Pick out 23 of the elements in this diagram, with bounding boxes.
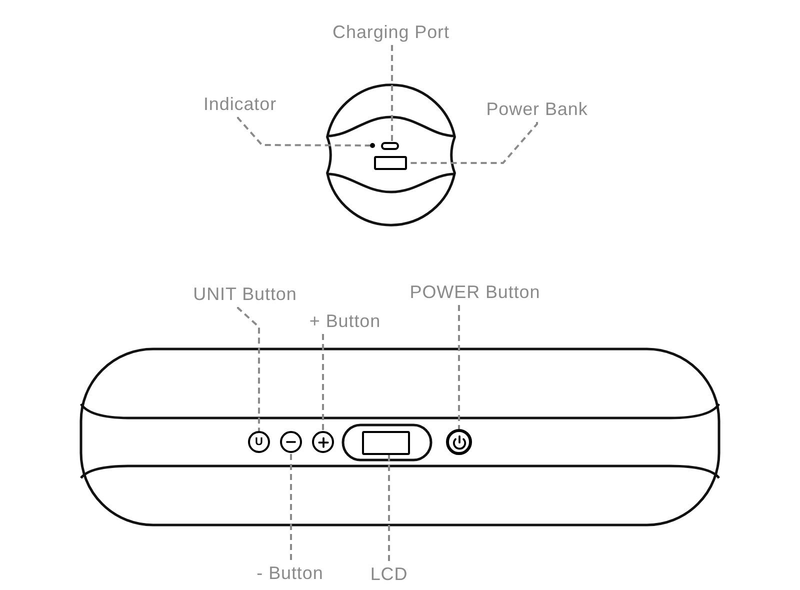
callout-label: LCD xyxy=(359,561,419,587)
callout-label: - Button xyxy=(240,560,340,586)
leader-line xyxy=(237,306,260,431)
lcd-screen xyxy=(362,431,410,455)
leader-line xyxy=(458,305,460,429)
usb-port xyxy=(374,156,407,170)
callout-label: Charging Port xyxy=(321,19,461,45)
unit-button: U xyxy=(248,431,270,453)
callout-label: Power Bank xyxy=(472,96,602,122)
plus-button xyxy=(312,431,334,453)
leader-line xyxy=(290,453,292,561)
leader-line xyxy=(237,116,370,146)
leader-line xyxy=(391,45,393,142)
minus-button xyxy=(280,431,302,453)
callout-label: POWER Button xyxy=(395,279,555,305)
power-button xyxy=(446,429,472,455)
leader-line xyxy=(388,455,390,562)
indicator-light xyxy=(370,143,375,148)
callout-label: Indicator xyxy=(185,91,295,117)
leader-line xyxy=(322,334,324,431)
callout-label: UNIT Button xyxy=(175,281,315,307)
callout-label: + Button xyxy=(295,308,395,334)
charging-port xyxy=(381,142,399,150)
